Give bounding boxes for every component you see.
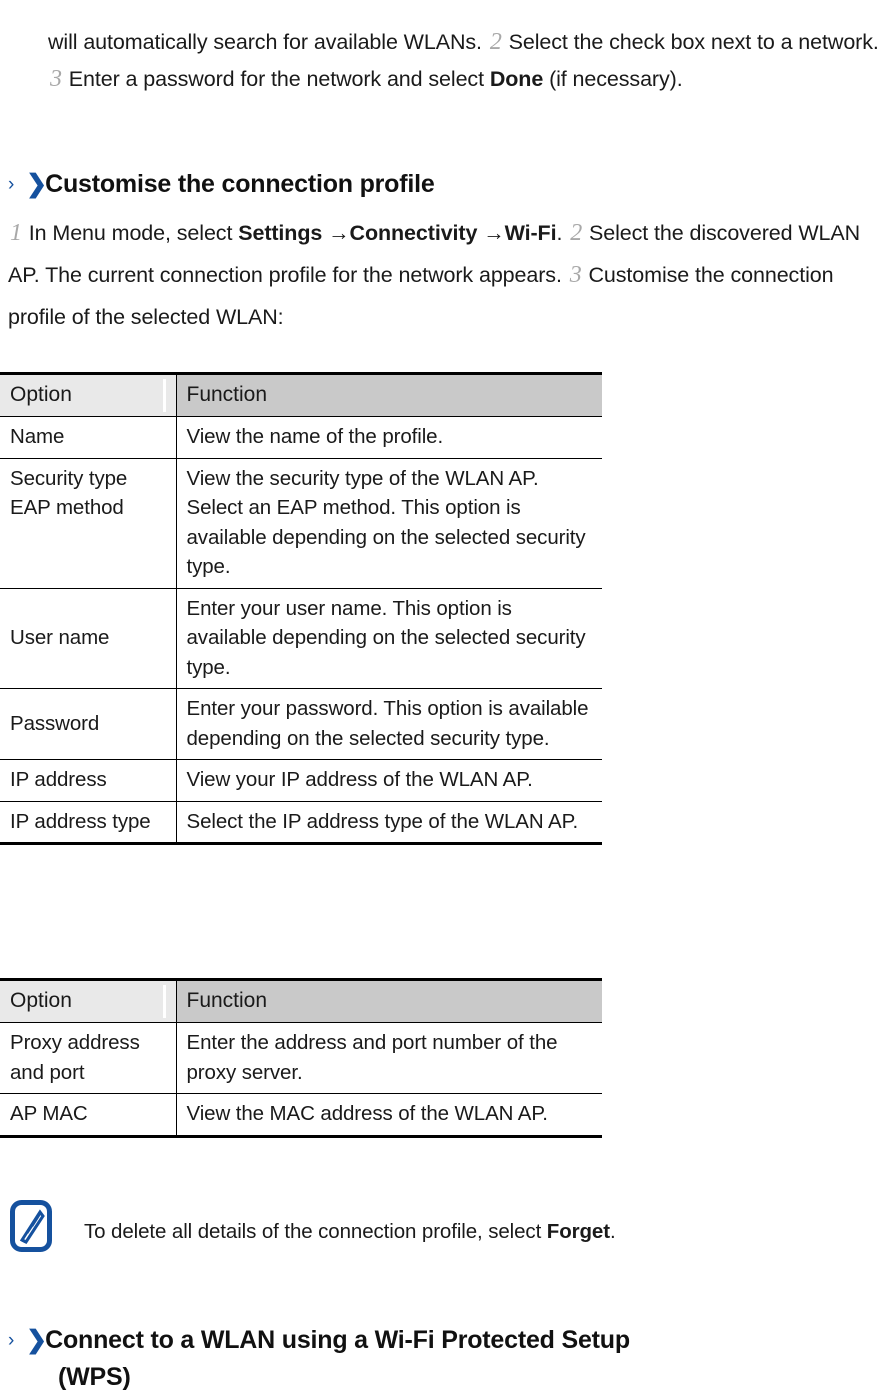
- arrow-icon-1: →: [328, 220, 350, 245]
- option-cell: IP address type: [0, 801, 177, 845]
- intro-text-2: Select the check box next to a network.: [508, 29, 879, 54]
- step-number-3: 3: [50, 65, 62, 92]
- table-row: IP address type Select the IP address ty…: [0, 801, 602, 845]
- body-text-3: Select the discovered WLAN AP. The curre…: [8, 220, 861, 287]
- step-number-1: 1: [10, 219, 22, 246]
- step-number-2b: 2: [570, 219, 583, 246]
- note-block: To delete all details of the connection …: [10, 1196, 870, 1252]
- function-cell: Enter your user name. This option is ava…: [176, 588, 602, 689]
- note-text-before: To delete all details of the connection …: [84, 1220, 542, 1243]
- table-row: IP address View your IP address of the W…: [0, 759, 602, 802]
- option-cell: AP MAC: [0, 1093, 177, 1138]
- heading-text: Customise the connection profile: [45, 169, 435, 198]
- function-cell: View your IP address of the WLAN AP.: [176, 759, 602, 802]
- option-cell: Security type EAP method: [0, 458, 177, 589]
- option-cell: Proxy address and port: [0, 1022, 177, 1094]
- function-cell: View the security type of the WLAN AP. S…: [176, 458, 602, 589]
- body-text-1: In Menu mode, select: [28, 220, 233, 245]
- function-cell: Select the IP address type of the WLAN A…: [176, 801, 602, 845]
- note-text: To delete all details of the connection …: [84, 1218, 616, 1246]
- options-table-two: Option Function Proxy address and port E…: [0, 978, 602, 1138]
- function-cell: View the MAC address of the WLAN AP.: [176, 1093, 602, 1138]
- table-header-row: Option Function: [0, 372, 602, 417]
- option-cell: User name: [0, 588, 177, 689]
- intro-paragraph: will automatically search for available …: [48, 24, 883, 98]
- column-header-option: Option: [0, 372, 177, 417]
- table-row: AP MAC View the MAC address of the WLAN …: [0, 1093, 602, 1138]
- customise-body-paragraph: 1 In Menu mode, select Settings →Connect…: [8, 212, 868, 338]
- options-table-one: Option Function Name View the name of th…: [0, 372, 602, 845]
- intro-text-4: (if necessary).: [549, 66, 683, 91]
- column-header-function: Function: [176, 372, 602, 417]
- function-cell: Enter the address and port number of the…: [176, 1022, 602, 1094]
- chevron-right-small-icon: ›: [8, 1329, 15, 1351]
- note-text-after: .: [609, 1220, 616, 1243]
- done-label: Done: [489, 66, 544, 91]
- column-header-function: Function: [176, 978, 602, 1023]
- table-row: User name Enter your user name. This opt…: [0, 588, 602, 689]
- note-pen-icon: [10, 1200, 52, 1252]
- chevron-right-bold-icon: ❯: [26, 169, 47, 198]
- option-cell: Name: [0, 416, 177, 459]
- intro-text-3: Enter a password for the network and sel…: [68, 66, 484, 91]
- table-row: Name View the name of the profile.: [0, 416, 602, 459]
- option-cell: Password: [0, 688, 177, 760]
- table-row: Security type EAP method View the securi…: [0, 458, 602, 589]
- section-heading-customise: › ❯Customise the connection profile: [8, 167, 435, 204]
- table-row: Proxy address and port Enter the address…: [0, 1022, 602, 1094]
- column-header-option: Option: [0, 978, 177, 1023]
- intro-text-1: will automatically search for available …: [48, 29, 482, 54]
- chevron-right-small-icon: ›: [8, 173, 15, 195]
- function-cell: View the name of the profile.: [176, 416, 602, 459]
- heading-text-line-1: Connect to a WLAN using a Wi-Fi Protecte…: [45, 1325, 630, 1354]
- section-heading-wps: › ❯Connect to a WLAN using a Wi-Fi Protec…: [8, 1323, 876, 1395]
- wifi-label: Wi-Fi: [504, 220, 557, 245]
- step-number-3b: 3: [569, 261, 582, 288]
- table-header-row: Option Function: [0, 978, 602, 1023]
- arrow-icon-2: →: [483, 220, 505, 245]
- table-row: Password Enter your password. This optio…: [0, 688, 602, 760]
- settings-label: Settings: [238, 220, 323, 245]
- step-number-2: 2: [489, 28, 502, 55]
- function-cell: Enter your password. This option is avai…: [176, 688, 602, 760]
- connectivity-label: Connectivity: [349, 220, 478, 245]
- body-period: .: [556, 220, 563, 245]
- heading-text-line-2: (WPS): [58, 1362, 131, 1391]
- body-text-4: Customise the connection profile of the …: [8, 262, 834, 329]
- forget-label: Forget: [546, 1220, 610, 1243]
- chevron-right-bold-icon: ❯: [26, 1325, 47, 1354]
- option-cell: IP address: [0, 759, 177, 802]
